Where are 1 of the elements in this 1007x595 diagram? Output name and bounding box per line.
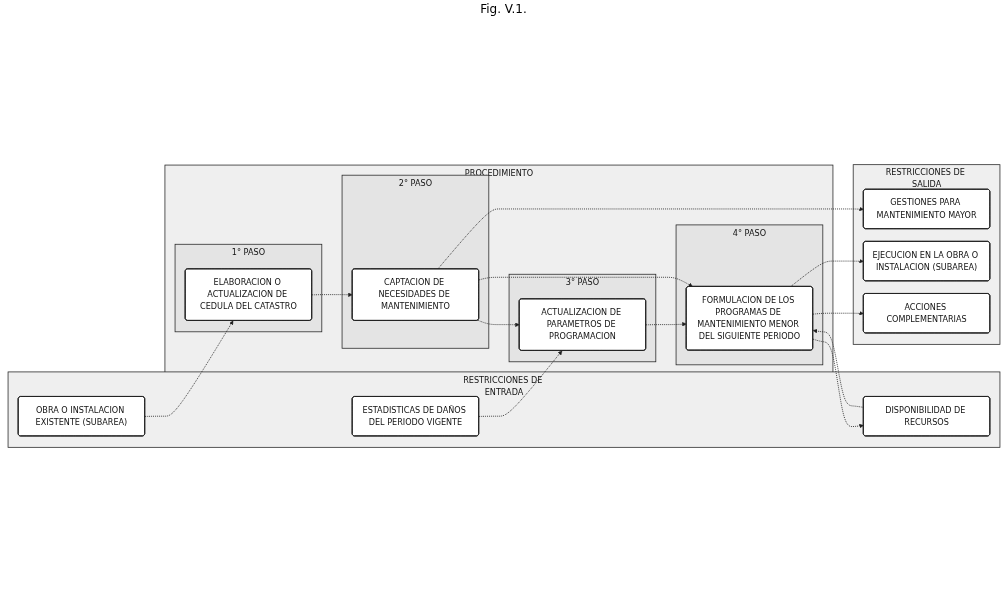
figure-label: Fig. V.1. (480, 2, 527, 16)
